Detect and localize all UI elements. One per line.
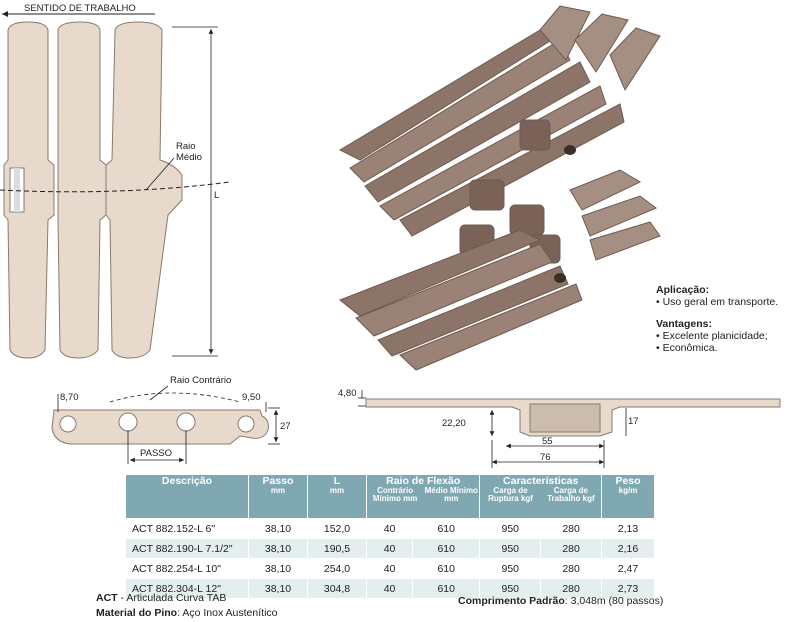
radius-label-1: Raio: [176, 141, 196, 152]
footer-act: ACT - Articulada Curva TAB: [96, 592, 227, 604]
profile-diagram: 4,80 22,20 17 55 76: [338, 388, 781, 468]
direction-label: SENTIDO DE TRABALHO: [24, 3, 136, 14]
footer-material: Material do Pino: Aço Inox Austenítico: [96, 607, 278, 619]
top-view-diagram: SENTIDO DE TRABALHO Raio Médio L: [0, 3, 230, 359]
chain-3d-illustration: [338, 5, 661, 371]
advantages-title: Vantagens:: [656, 318, 713, 330]
header-raio: Raio de Flexão Contrário Mínimo mm Médio…: [365, 474, 481, 519]
advantages-item: Econômica.: [656, 342, 796, 354]
length-label: L: [214, 190, 219, 201]
dim-870: 8,70: [60, 392, 79, 403]
reverse-radius-label: Raio Contrário: [170, 375, 231, 386]
application-title: Aplicação:: [656, 284, 710, 296]
dim-55: 55: [542, 436, 553, 447]
dim-76: 76: [540, 452, 551, 463]
dim-17: 17: [628, 416, 639, 427]
application-info: Aplicação: Uso geral em transporte. Vant…: [656, 284, 796, 354]
radius-label-2: Médio: [176, 152, 202, 163]
link-plates: [3, 21, 183, 359]
header-caracteristicas: Características Carga de Ruptura kgf Car…: [479, 474, 602, 519]
application-item: Uso geral em transporte.: [656, 296, 796, 308]
dim-27: 27: [280, 421, 291, 432]
side-view-diagram: Raio Contrário 8,70 9,50 27 PASSO: [51, 375, 291, 464]
dim-2220: 22,20: [442, 418, 466, 429]
header-descricao: Descrição: [125, 474, 249, 519]
advantages-item: Excelente planicidade;: [656, 330, 796, 342]
dim-950: 9,50: [242, 392, 261, 403]
pitch-label: PASSO: [140, 448, 172, 459]
footer-length: Comprimento Padrão: 3,048m (80 passos): [458, 595, 664, 607]
dim-480: 4,80: [338, 388, 357, 399]
